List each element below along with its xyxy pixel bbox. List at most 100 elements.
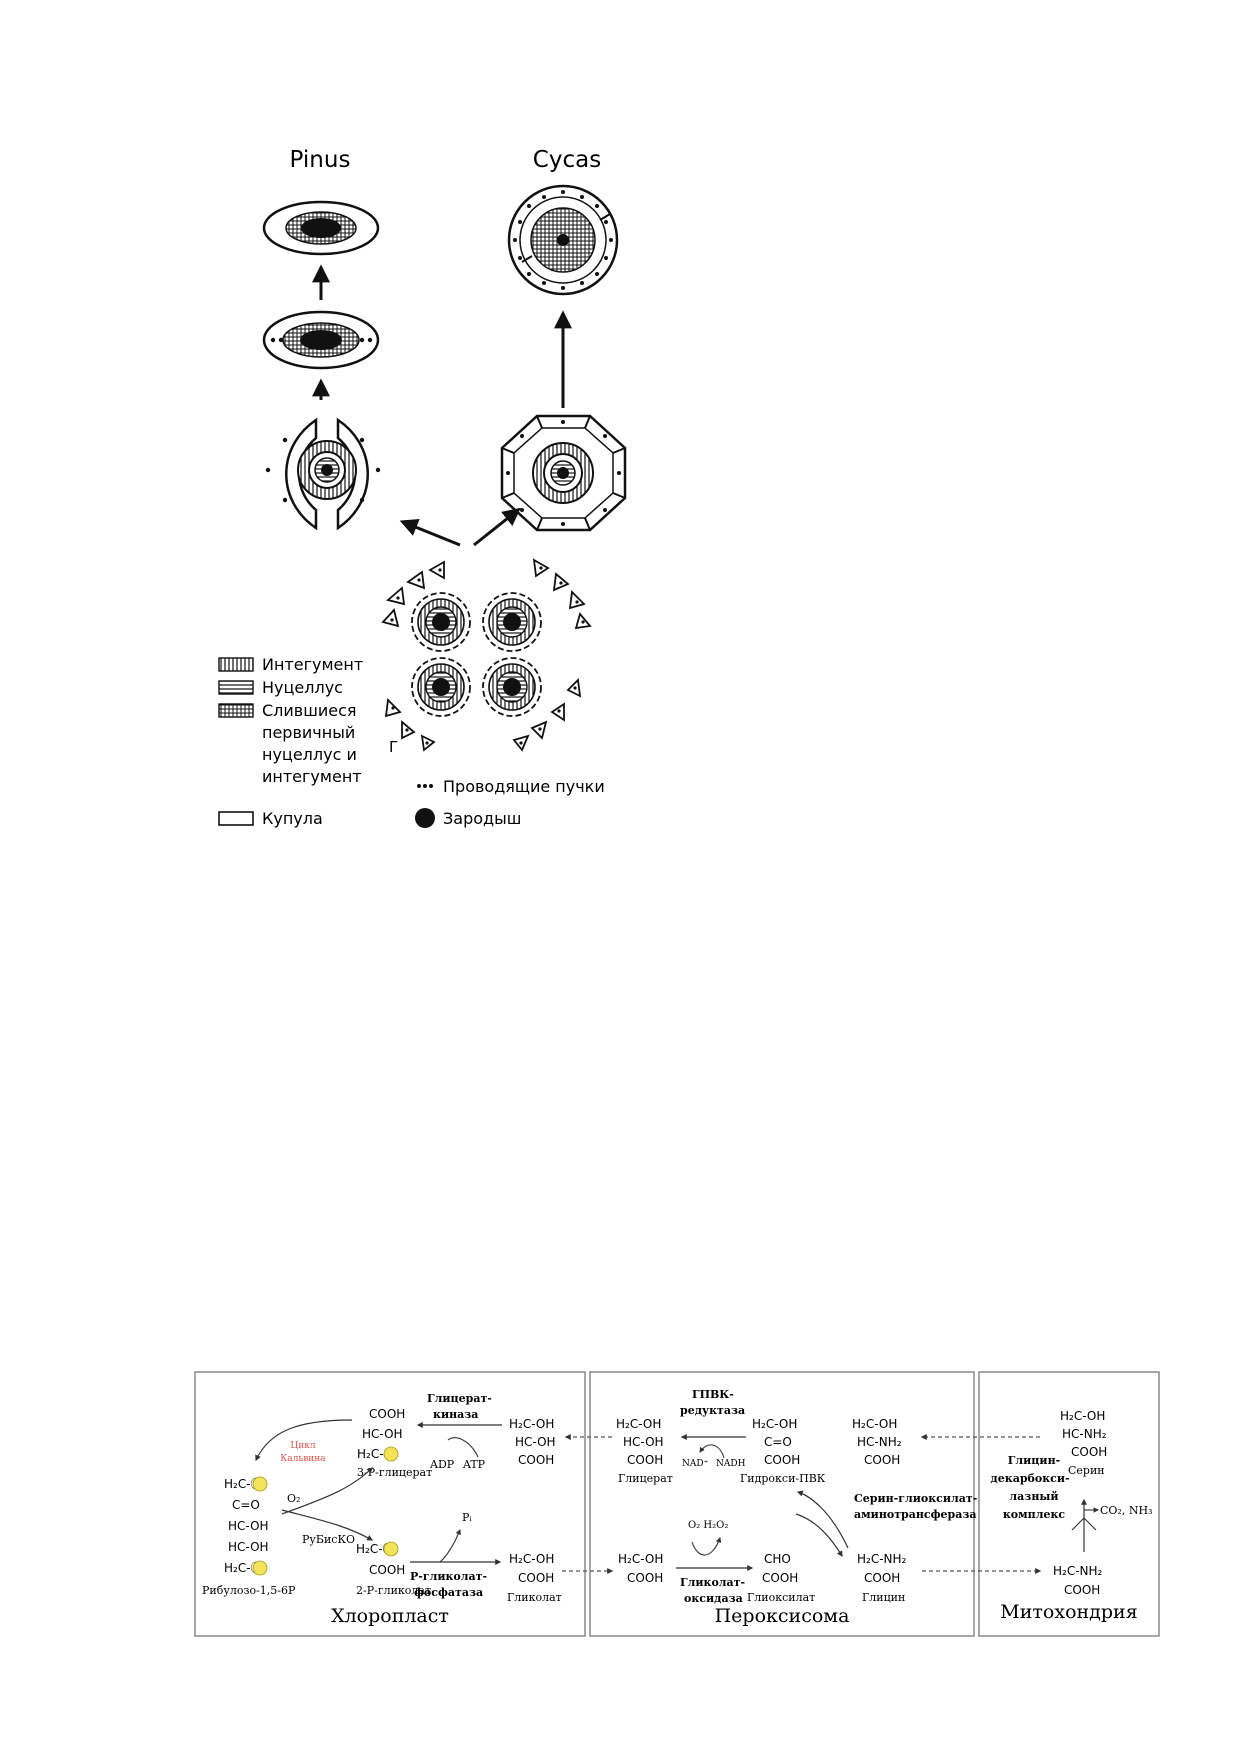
compartment-label-mitochondrion: Митохондрия <box>1000 1601 1137 1623</box>
svg-text:H₂C-OH: H₂C-OH <box>1060 1409 1105 1423</box>
legend-label-cupule: Купула <box>262 809 323 828</box>
arrow-sgat-2 <box>795 1513 843 1558</box>
legend-swatch-nucellus <box>218 680 254 695</box>
sgat-enzyme: Серин-глиоксилат- <box>854 1492 977 1505</box>
arrow-rubp-to-pglycolate <box>281 1509 374 1541</box>
go-enzyme: Гликолат- <box>680 1576 745 1589</box>
svg-text:лазный: лазный <box>1009 1490 1058 1503</box>
calvin-cycle-label: Кальвина <box>280 1454 326 1464</box>
peroxisome-glycine-structure: H₂C-NH₂ COOH <box>857 1552 907 1585</box>
genus-label-pinus: Pinus <box>290 147 351 173</box>
phosphate-marker <box>252 1560 268 1576</box>
svg-text:H₂C-OH: H₂C-OH <box>509 1417 554 1431</box>
pgp-enzyme: Р-гликолат- <box>410 1570 487 1583</box>
svg-text:H₂C-NH₂: H₂C-NH₂ <box>857 1552 907 1566</box>
svg-text:Глицин-: Глицин- <box>1008 1454 1060 1467</box>
svg-text:COOH: COOH <box>864 1571 900 1585</box>
svg-text:декарбокси-: декарбокси- <box>990 1472 1069 1485</box>
legend-label-fused-3: нуцеллус и <box>262 745 357 764</box>
svg-text:H₂C-OH: H₂C-OH <box>618 1552 663 1566</box>
arrow-sgat-1 <box>796 1490 849 1549</box>
ancestral-ovule-4 <box>482 657 542 717</box>
svg-text:COOH: COOH <box>369 1563 405 1577</box>
genus-label-cycas: Cycas <box>533 147 601 173</box>
atp-label: ATP <box>462 1458 486 1471</box>
svg-text:COOH: COOH <box>518 1453 554 1467</box>
arrow-to-cycas <box>473 507 521 547</box>
mitochondrion-serine-structure: H₂C-OH HC-NH₂ COOH <box>1060 1409 1107 1459</box>
nadh-label: NADH <box>716 1459 746 1469</box>
svg-text:H₂C-OH: H₂C-OH <box>509 1552 554 1566</box>
svg-text:комплекс: комплекс <box>1003 1508 1066 1521</box>
svg-text:HC-OH: HC-OH <box>362 1427 403 1441</box>
gk-enzyme: Глицерат- <box>427 1392 492 1405</box>
nad-label: NAD⁺ <box>682 1459 709 1469</box>
sgat-enzyme: аминотрансфераза <box>854 1508 977 1521</box>
ovule-evolution-figure: Pinus Cycas <box>218 147 627 828</box>
pinus-ovule-cupule <box>265 417 381 531</box>
hydroxypyruvate-name: Гидрокси-ПВК <box>740 1472 826 1485</box>
ancestral-ovule-3 <box>411 657 471 717</box>
legend-swatch-bundles <box>417 784 433 788</box>
glyoxylate-name: Глиоксилат <box>747 1591 815 1604</box>
pglycolate-name: 2-Р-гликолат <box>356 1584 431 1597</box>
chloroplast-box <box>194 1371 586 1637</box>
svg-text:COOH: COOH <box>762 1571 798 1585</box>
svg-text:H₂C-NH₂: H₂C-NH₂ <box>1053 1564 1103 1578</box>
svg-text:H₂C-OH: H₂C-OH <box>752 1417 797 1431</box>
chloroplast-glycerate-structure: H₂C-OH HC-OH COOH <box>509 1417 556 1467</box>
gdc-enzyme: Глицин- декарбокси- лазный комплекс <box>990 1454 1069 1521</box>
svg-text:COOH: COOH <box>627 1453 663 1467</box>
peroxisome-glycolate-structure: H₂C-OH COOH <box>618 1552 663 1585</box>
svg-text:H₂C-OH: H₂C-OH <box>852 1417 897 1431</box>
compartment-label-peroxisome: Пероксисома <box>715 1605 850 1627</box>
svg-text:C=O: C=O <box>764 1435 792 1449</box>
mitochondrion-serine-name: Серин <box>1068 1464 1105 1477</box>
svg-text:HC-OH: HC-OH <box>228 1519 269 1533</box>
legend-label-fused-1: Слившиеся <box>262 701 357 720</box>
svg-text:COOH: COOH <box>864 1453 900 1467</box>
legend-label-fused-4: интегумент <box>262 767 362 786</box>
peroxisome-box <box>589 1371 975 1637</box>
arrow-calvin <box>255 1419 353 1462</box>
peroxisome-glycerate-structure: H₂C-OH HC-OH COOH <box>616 1417 664 1467</box>
svg-text:H₂C-Ⓟ: H₂C-Ⓟ <box>224 1477 263 1491</box>
co2-nh3-label: CO₂, NH₃ <box>1100 1504 1152 1517</box>
hpr-enzyme: ГПВК- <box>692 1388 734 1401</box>
svg-text:COOH: COOH <box>1064 1583 1100 1597</box>
svg-text:CHO: CHO <box>764 1552 791 1566</box>
legend-label-nucellus: Нуцеллус <box>262 678 343 697</box>
rubisco-label: РуБисКО <box>302 1533 355 1546</box>
o2-label: O₂ <box>287 1492 300 1505</box>
svg-text:COOH: COOH <box>1071 1445 1107 1459</box>
pga-name: 3-Р-глицерат <box>357 1466 432 1479</box>
glycine-name: Глицин <box>862 1591 905 1604</box>
panel-letter: Г <box>389 738 398 756</box>
svg-text:C=O: C=O <box>232 1498 260 1512</box>
arrow-rubp-to-pga <box>281 1467 373 1515</box>
gk-enzyme: киназа <box>433 1408 478 1421</box>
chloroplast-glycolate-structure: H₂C-OH COOH <box>509 1552 554 1585</box>
legend-label-embryo: Зародыш <box>443 809 521 828</box>
legend-swatch-fused <box>218 703 254 718</box>
calvin-cycle-label: Цикл <box>290 1441 315 1451</box>
pgp-enzyme: фосфатаза <box>414 1586 483 1599</box>
legend-label-integument: Интегумент <box>262 655 363 674</box>
ancestral-ovule-cluster <box>381 558 592 752</box>
chloroplast-glycolate-name: Гликолат <box>507 1591 562 1604</box>
pinus-seed-intermediate <box>262 310 380 370</box>
cycas-ovule-cupule <box>500 414 627 532</box>
compartment-label-chloroplast: Хлоропласт <box>331 1605 449 1627</box>
go-enzyme: оксидаза <box>684 1592 743 1605</box>
hydroxypyruvate-structure: H₂C-OH C=O COOH <box>752 1417 800 1467</box>
legend-label-bundles: Проводящие пучки <box>443 777 605 796</box>
legend-swatch-cupule <box>218 811 254 826</box>
ancestral-ovule-2 <box>482 592 542 652</box>
peroxisome-glycerate-name: Глицерат <box>618 1472 673 1485</box>
phosphate-marker <box>383 1446 399 1462</box>
peroxisome-serine-structure: H₂C-OH HC-NH₂ COOH <box>852 1417 902 1467</box>
svg-text:COOH: COOH <box>627 1571 663 1585</box>
photorespiration-figure: Хлоропласт Пероксисома Митохондрия H₂C-Ⓟ… <box>194 1371 1160 1637</box>
mitochondrion-box <box>978 1371 1160 1637</box>
